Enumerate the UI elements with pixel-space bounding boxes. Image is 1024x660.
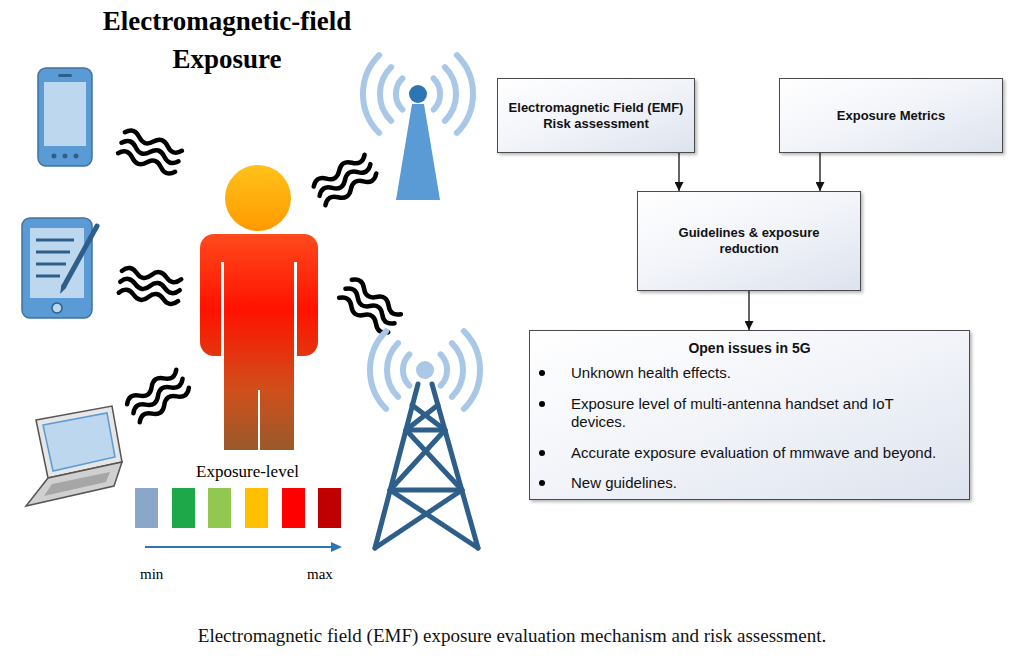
- box-label: Electromagnetic Field (EMF) Risk assessm…: [502, 100, 690, 132]
- radiation-waves: [118, 267, 182, 305]
- signal-arc: [441, 354, 447, 385]
- signal-arc: [380, 67, 391, 121]
- flow-arrow: [678, 153, 679, 191]
- signal-arc: [396, 78, 402, 109]
- tower-tip: [416, 361, 434, 379]
- signal-arc: [445, 67, 456, 121]
- bullet-dot: [539, 480, 545, 486]
- wave-line: [118, 289, 179, 305]
- tower-bar: [390, 488, 462, 493]
- tower-brace: [406, 405, 438, 430]
- laptop-keyboard: [44, 472, 110, 496]
- tablet-body: [22, 218, 92, 318]
- phone-screen: [44, 82, 86, 146]
- radiation-waves: [312, 151, 379, 208]
- stylus-tip: [60, 285, 67, 295]
- tablet-line: [36, 239, 74, 242]
- bullet-dot: [539, 450, 545, 456]
- laptop-icon: [26, 406, 122, 506]
- tower-brace: [412, 405, 445, 430]
- scale-min: min: [140, 565, 163, 584]
- figure-caption: Electromagnetic field (EMF) exposure eva…: [0, 624, 1024, 648]
- tablet-icon: [22, 218, 97, 318]
- exposure-scale: [135, 488, 342, 552]
- stylus-pen: [64, 226, 97, 286]
- phone-body: [38, 68, 92, 166]
- issues-box: Open issues in 5G Unknown health effects.…: [529, 330, 970, 500]
- wave-line: [337, 295, 391, 336]
- tablet-line: [36, 263, 66, 266]
- signal-arc: [363, 55, 379, 133]
- phone-speaker: [58, 74, 72, 77]
- person-head: [225, 165, 291, 231]
- tower-brace: [375, 490, 462, 548]
- signal-arc: [464, 331, 480, 409]
- tower-brace: [390, 430, 445, 490]
- leg-gap: [258, 392, 260, 451]
- diagram-title: Electromagnetic-field Exposure: [96, 2, 358, 78]
- phone-button: [63, 154, 68, 159]
- flow-arrow: [748, 291, 749, 330]
- phone-button: [74, 154, 79, 159]
- signal-arcs: [363, 55, 473, 133]
- person-torso: [224, 300, 294, 390]
- bullet-item: New guidelines.: [571, 474, 944, 492]
- flow-arrow: [819, 153, 820, 191]
- tower-icon: [370, 331, 480, 548]
- antenna-tip: [409, 85, 427, 103]
- box-label: Exposure Metrics: [837, 108, 945, 124]
- tablet-button: [52, 303, 62, 313]
- scale-max: max: [307, 565, 333, 584]
- signal-arc: [387, 343, 398, 397]
- bullet-dot: [539, 401, 545, 407]
- level-swatch: [208, 488, 231, 528]
- antenna-icon: [363, 55, 473, 200]
- phone-button: [52, 154, 57, 159]
- process-box: Electromagnetic Field (EMF) Risk assessm…: [497, 78, 695, 153]
- level-swatch: [245, 488, 268, 528]
- wave-group: [117, 128, 403, 425]
- box-heading: Open issues in 5G: [530, 339, 969, 357]
- signal-arc: [452, 343, 463, 397]
- tower-brace: [390, 490, 478, 548]
- phone-icon: [38, 68, 92, 166]
- wave-line: [323, 170, 378, 209]
- bullet-item: Accurate exposure evaluation of mmwave a…: [571, 444, 944, 462]
- antenna-mast: [396, 104, 440, 200]
- wave-line: [137, 385, 191, 426]
- process-box: Exposure Metrics: [779, 78, 1003, 153]
- tablet-line: [36, 275, 60, 278]
- radiation-waves: [337, 277, 403, 336]
- wave-line: [117, 149, 177, 175]
- arm-gap: [294, 262, 297, 357]
- laptop-base: [26, 462, 122, 506]
- signal-arc: [434, 78, 440, 109]
- box-label: Guidelines & exposure reduction: [668, 225, 830, 257]
- person-figure: [200, 165, 318, 451]
- signal-arc: [370, 331, 386, 409]
- bullet-item: Unknown health effects.: [571, 364, 944, 382]
- signal-arc: [457, 55, 473, 133]
- level-swatch: [318, 488, 341, 528]
- tablet-line: [36, 251, 70, 254]
- radiation-waves: [117, 128, 183, 175]
- arm-gap: [221, 262, 224, 357]
- laptop-screen: [43, 413, 115, 471]
- radiation-waves: [125, 367, 191, 426]
- bullet-dot: [539, 370, 545, 376]
- process-box: Guidelines & exposure reduction: [637, 191, 861, 291]
- person-leg: [260, 380, 294, 450]
- bullet-item: Exposure level of multi-antenna handset …: [571, 395, 944, 431]
- scale-title: Exposure-level: [196, 461, 299, 482]
- signal-arcs: [370, 331, 480, 409]
- signal-arc: [403, 354, 409, 385]
- level-swatch: [282, 488, 305, 528]
- scale-arrow-line: [145, 546, 332, 548]
- scale-arrow-head: [331, 542, 342, 552]
- level-swatch: [135, 488, 158, 528]
- level-swatch: [172, 488, 195, 528]
- person-leg: [224, 380, 258, 450]
